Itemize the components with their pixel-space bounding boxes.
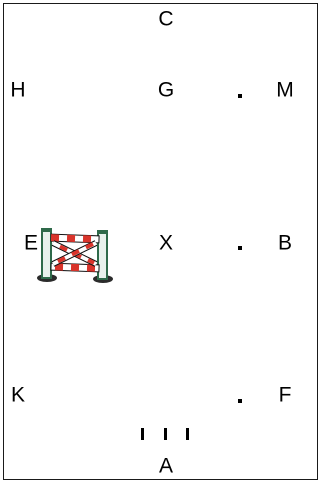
fence-post-cap-left bbox=[41, 228, 52, 232]
fence-post-left bbox=[41, 229, 52, 279]
letter-h: H bbox=[10, 78, 26, 102]
fence-cross-rails bbox=[51, 240, 98, 267]
letter-k: K bbox=[10, 383, 26, 407]
show-jump-fence-icon bbox=[37, 228, 113, 283]
marker-tick-1 bbox=[141, 428, 144, 440]
letter-m: M bbox=[276, 78, 294, 102]
fence-rail-bottom bbox=[50, 262, 100, 273]
dressage-arena bbox=[3, 3, 318, 480]
letter-g: G bbox=[157, 78, 175, 102]
letter-a: A bbox=[158, 454, 174, 478]
letter-f: F bbox=[278, 383, 292, 407]
marker-dot-f bbox=[238, 399, 242, 403]
letter-x: X bbox=[158, 231, 174, 255]
marker-dot-m bbox=[238, 94, 242, 98]
marker-dot-b bbox=[238, 246, 242, 250]
letter-c: C bbox=[158, 7, 174, 31]
letter-e: E bbox=[23, 231, 39, 255]
fence-post-cap-right bbox=[97, 230, 108, 234]
marker-tick-2 bbox=[164, 428, 167, 440]
fence-rail-top bbox=[50, 233, 100, 244]
letter-b: B bbox=[277, 231, 293, 255]
marker-tick-3 bbox=[186, 428, 189, 440]
